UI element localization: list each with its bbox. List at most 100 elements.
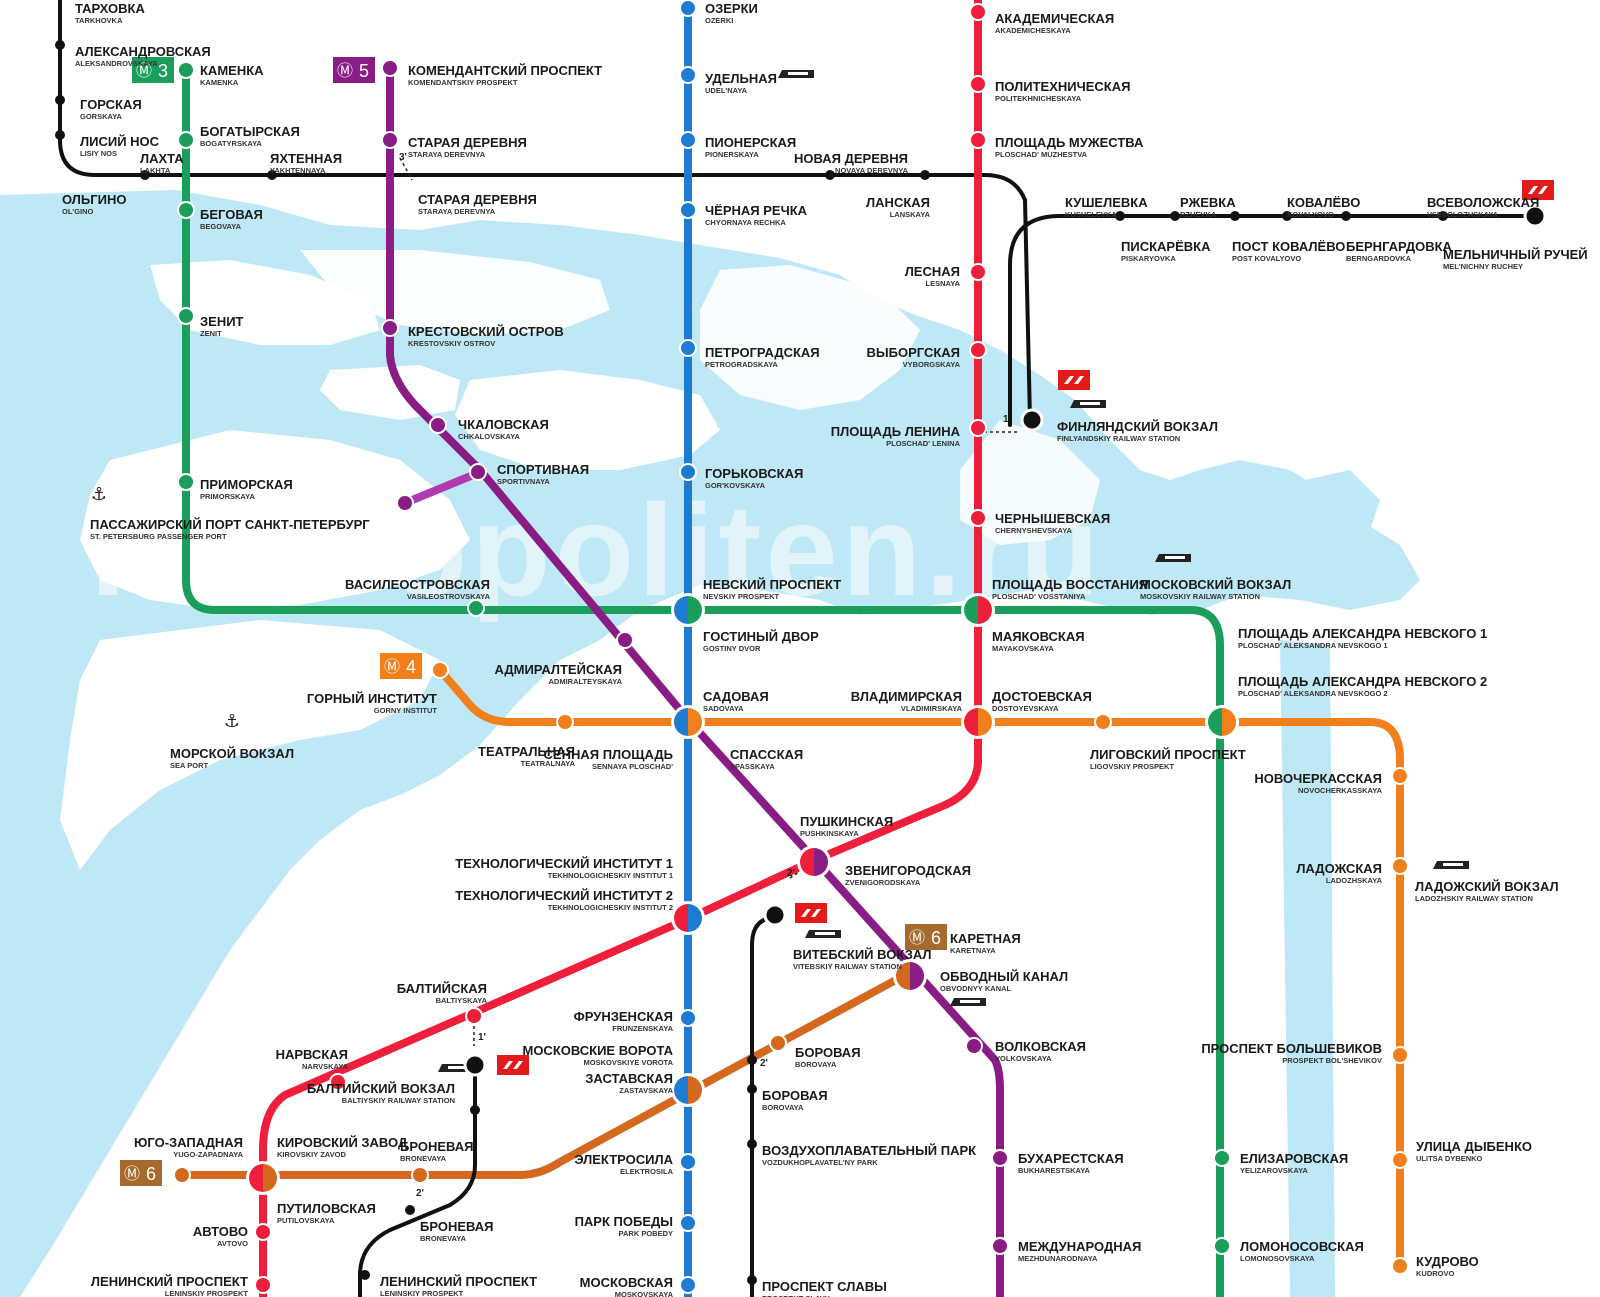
station-marker bbox=[1391, 1257, 1409, 1275]
station-name-lat: BERNGARDOVKA bbox=[1346, 254, 1412, 263]
station-name-ru: ПРОСПЕКТ БОЛЬШЕВИКОВ bbox=[1201, 1041, 1382, 1056]
interchange-moskovskie-vorota bbox=[671, 1073, 705, 1107]
station-name-lat: TEKHNOLOGICHESKIY INSTITUT 1 bbox=[548, 871, 673, 880]
station-name-ru: БОРОВАЯ bbox=[795, 1045, 861, 1060]
metro-logo-icon: Ⓜ bbox=[124, 1165, 140, 1183]
station-name-lat: BOROVAYA bbox=[795, 1060, 837, 1069]
station-name-ru: НАРВСКАЯ bbox=[276, 1047, 348, 1062]
interchange-nevskogo bbox=[1205, 705, 1239, 739]
station-marker bbox=[467, 599, 485, 617]
station-name-lat: GORSKAYA bbox=[80, 112, 123, 121]
interchange-pushkinskaya-zvenigorodskaya bbox=[797, 845, 831, 879]
station-name-lat: MOSKOVSKIY RAILWAY STATION bbox=[1140, 592, 1260, 601]
station-name-ru: ЛАНСКАЯ bbox=[866, 195, 930, 210]
line-1-red bbox=[259, 0, 982, 1297]
station-marker bbox=[1391, 857, 1409, 875]
station-name-ru: ЛАХТА bbox=[140, 151, 184, 166]
station-name-ru: АДМИРАЛТЕЙСКАЯ bbox=[494, 662, 622, 677]
station-name-lat: GORNY INSTITUT bbox=[374, 706, 438, 715]
station-marker bbox=[411, 1166, 429, 1184]
station-name-ru: ВЛАДИМИРСКАЯ bbox=[851, 689, 962, 704]
station-name-ru: ТЕХНОЛОГИЧЕСКИЙ ИНСТИТУТ 2 bbox=[455, 888, 673, 903]
station-marker bbox=[679, 1276, 697, 1294]
rail-stop-marker bbox=[360, 1270, 370, 1280]
transfer-walk-mark: 2' bbox=[787, 868, 795, 879]
station-name-lat: KARETNAYA bbox=[950, 946, 996, 955]
station-marker bbox=[679, 1153, 697, 1171]
station-name-ru: ЗАСТАВСКАЯ bbox=[585, 1071, 673, 1086]
station-marker bbox=[969, 263, 987, 281]
station-name-ru: ОЗЕРКИ bbox=[705, 1, 758, 16]
train-icon bbox=[805, 930, 841, 938]
rzd-logo-icon bbox=[497, 1055, 529, 1075]
station-name-ru: КУДРОВО bbox=[1416, 1254, 1479, 1269]
rail-stop-marker bbox=[1170, 211, 1180, 221]
transfer-walk-mark: 2' bbox=[760, 1058, 768, 1069]
train-icon bbox=[950, 998, 986, 1006]
station-name-ru: ПИСКАРЁВКА bbox=[1121, 239, 1211, 254]
station-name-lat: PRIMORSKAYA bbox=[200, 492, 255, 501]
station-name-ru: БОГАТЫРСКАЯ bbox=[200, 124, 300, 139]
station-name-lat: POLITEKHNICHESKAYA bbox=[995, 94, 1082, 103]
station-name-ru: ПУТИЛОВСКАЯ bbox=[277, 1201, 376, 1216]
station-name-ru: ПЛОЩАДЬ ЛЕНИНА bbox=[831, 424, 961, 439]
station-marker bbox=[177, 307, 195, 325]
station-name-ru: НОВАЯ ДЕРЕВНЯ bbox=[794, 151, 908, 166]
station-label-tekh2: ТЕХНОЛОГИЧЕСКИЙ ИНСТИТУТ 2TEKHNOLOGICHES… bbox=[455, 888, 673, 912]
interchange-sadovaya-sennaya-spasskaya bbox=[671, 705, 705, 739]
station-name-lat: UDEL'NAYA bbox=[705, 86, 748, 95]
transfer-walk-path bbox=[399, 157, 1020, 1046]
station-name-ru: ЛИГОВСКИЙ ПРОСПЕКТ bbox=[1090, 747, 1246, 762]
rail-stop-marker bbox=[1115, 211, 1125, 221]
station-name-lat: PUSHKINSKAYA bbox=[800, 829, 859, 838]
train-icon bbox=[1070, 400, 1106, 408]
station-name-lat: YELIZAROVSKAYA bbox=[1240, 1166, 1308, 1175]
station-name-lat: SPORTIVNAYA bbox=[497, 477, 550, 486]
station-name-lat: OZERKI bbox=[705, 16, 733, 25]
station-name-lat: SADOVAYA bbox=[703, 704, 744, 713]
station-name-ru: ГОРСКАЯ bbox=[80, 97, 142, 112]
station-label-tekh1: ТЕХНОЛОГИЧЕСКИЙ ИНСТИТУТ 1TEKHNOLOGICHES… bbox=[455, 856, 673, 880]
station-name-lat: ZVENIGORODSKAYA bbox=[845, 878, 921, 887]
station-name-ru: КРЕСТОВСКИЙ ОСТРОВ bbox=[408, 324, 564, 339]
rail-line-sestroretsk bbox=[58, 0, 1032, 422]
station-name-lat: PLOSCHAD' LENINA bbox=[886, 439, 960, 448]
transfer-walk-mark: 1' bbox=[478, 1032, 486, 1043]
station-name-lat: MEL'NICHNY RUCHEY bbox=[1443, 262, 1523, 271]
station-marker bbox=[429, 416, 447, 434]
station-name-ru: РЖЕВКА bbox=[1180, 195, 1236, 210]
station-name-lat: FINLYANDSKIY RAILWAY STATION bbox=[1057, 434, 1180, 443]
station-name-lat: LIGOVSKIY PROSPEKT bbox=[1090, 762, 1174, 771]
station-name-lat: BRONEVAYA bbox=[420, 1234, 467, 1243]
station-name-lat: CHKALOVSKAYA bbox=[458, 432, 521, 441]
station-name-ru: АЛЕКСАНДРОВСКАЯ bbox=[75, 44, 211, 59]
station-name-ru: КАРЕТНАЯ bbox=[950, 931, 1021, 946]
station-marker bbox=[1094, 713, 1112, 731]
station-name-ru: ГОРНЫЙ ИНСТИТУТ bbox=[307, 691, 437, 706]
station-marker bbox=[396, 494, 414, 512]
station-name-ru: КАМЕНКА bbox=[200, 63, 264, 78]
